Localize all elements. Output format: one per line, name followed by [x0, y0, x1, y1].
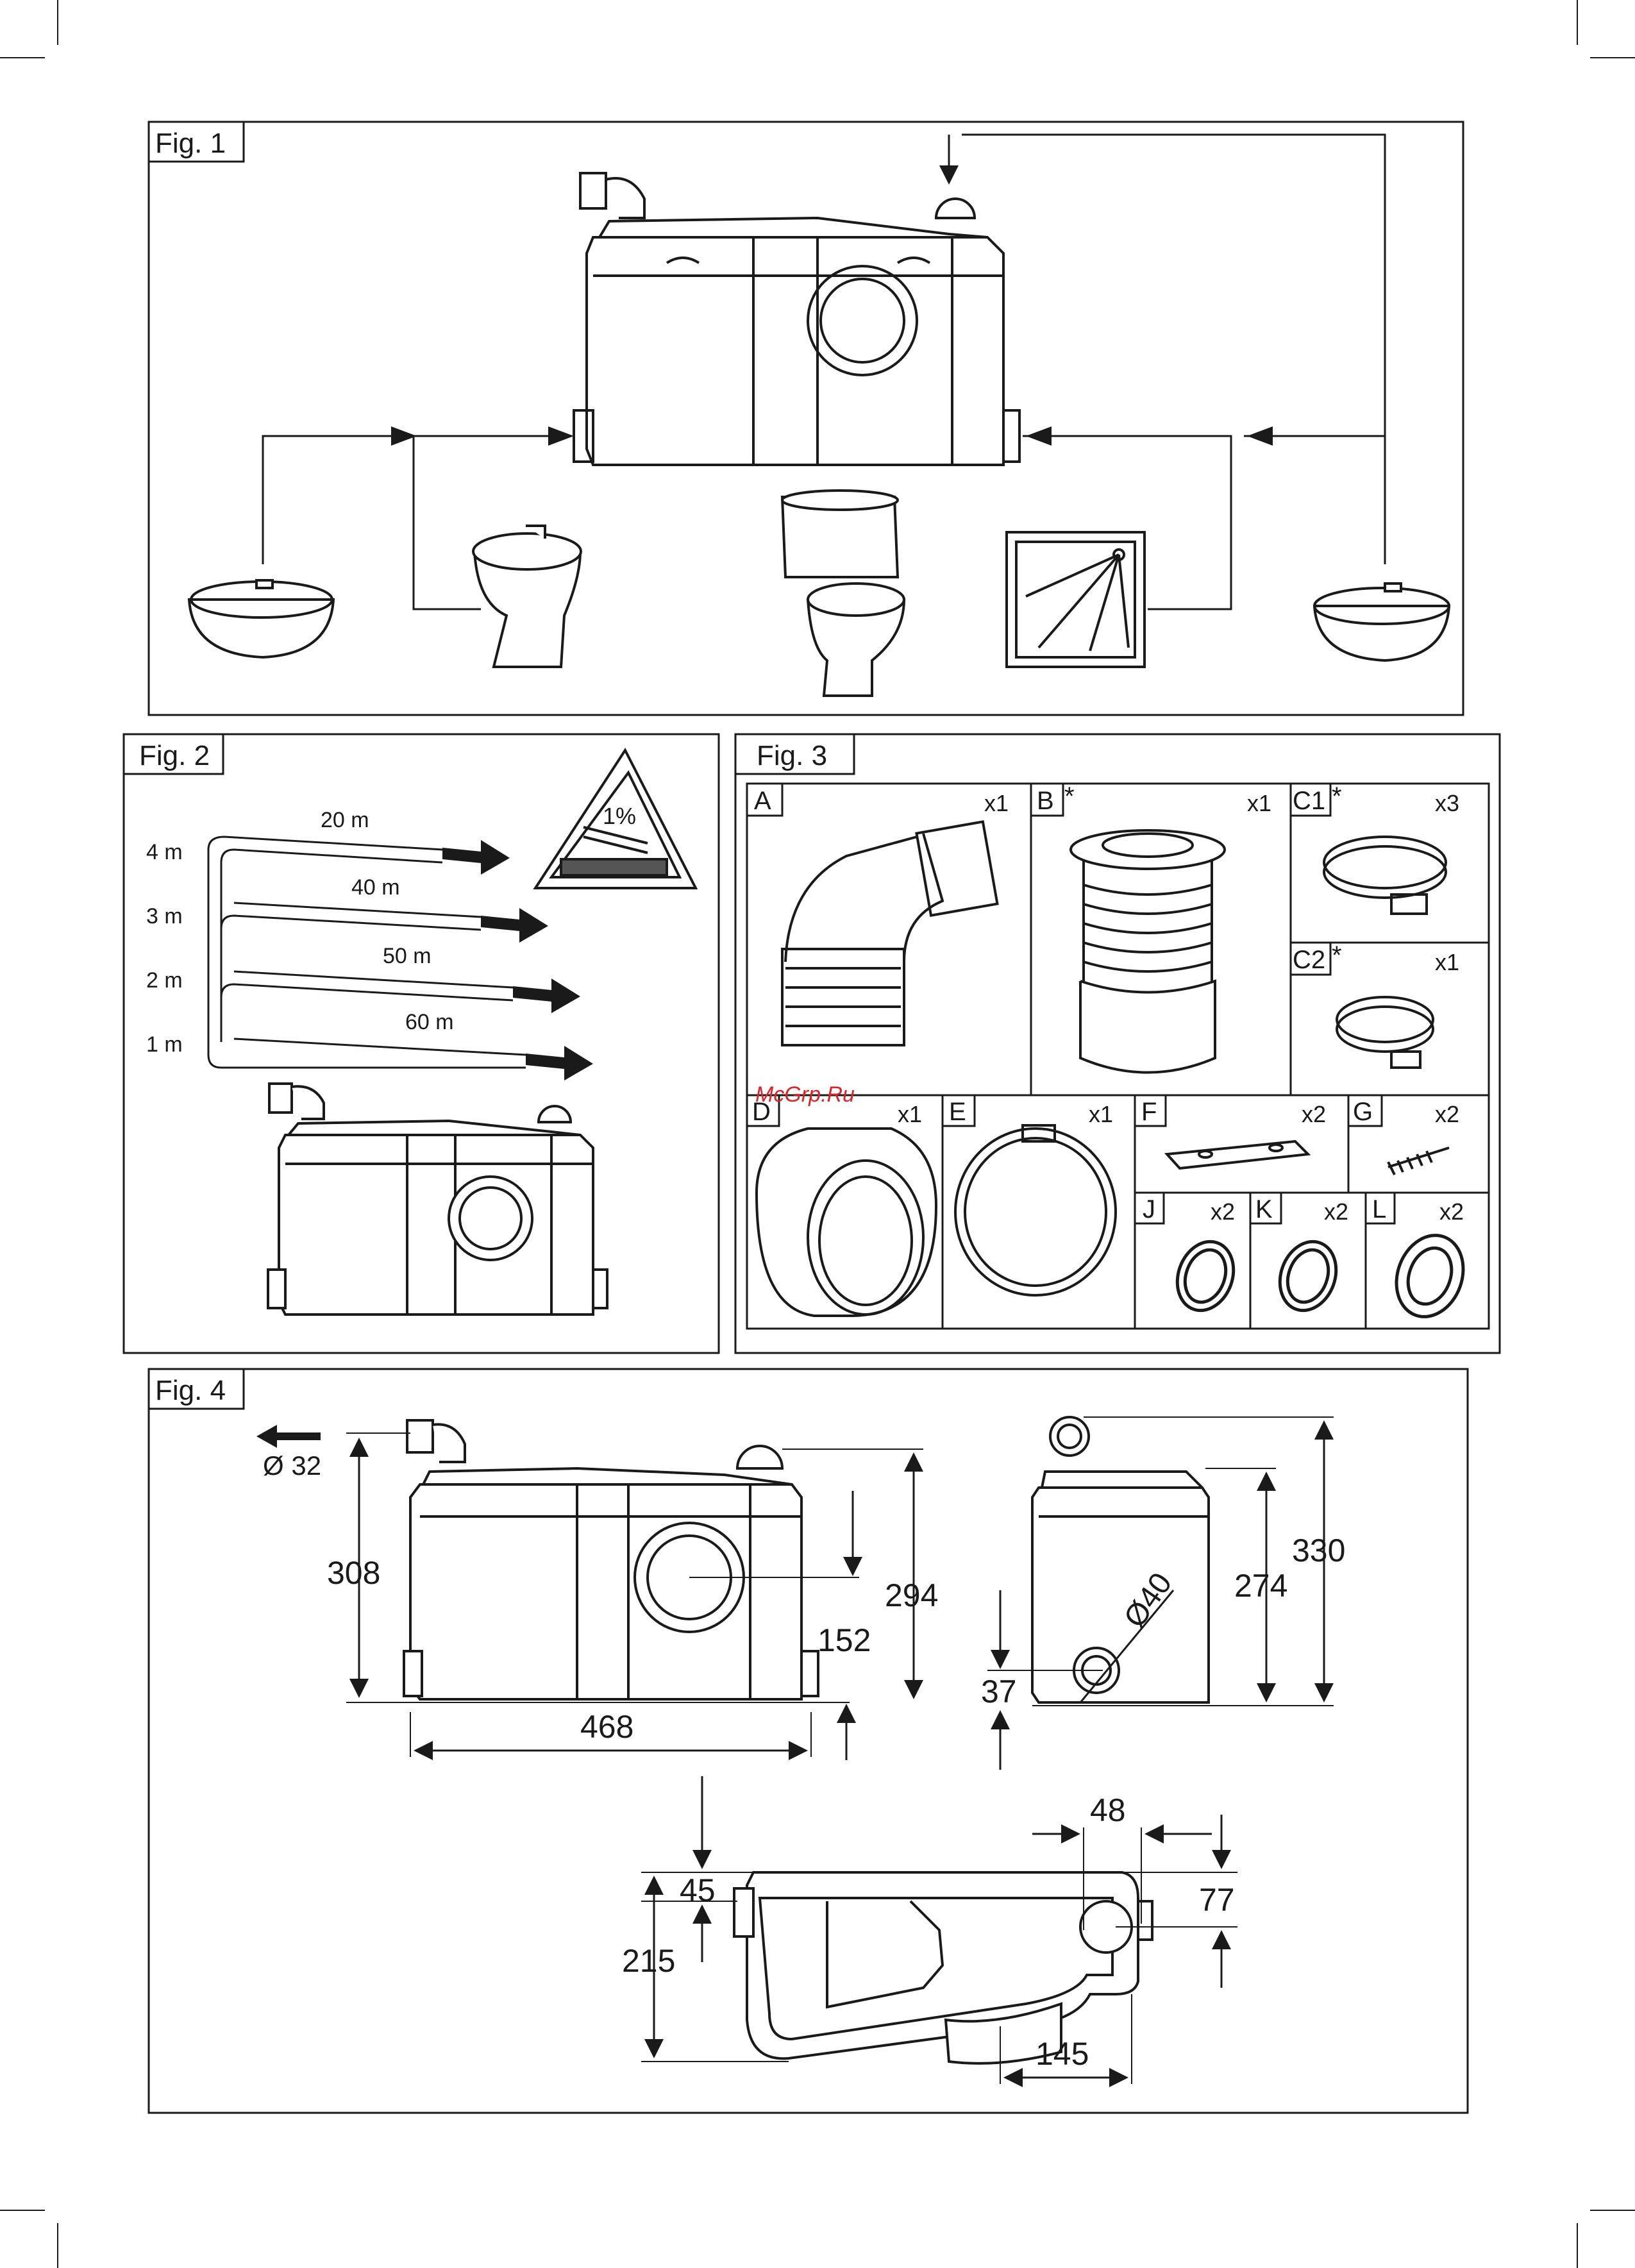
fig2-length-60m: 60 m — [405, 1010, 454, 1034]
part-J-seal — [1168, 1234, 1243, 1318]
part-C1-mark: * — [1332, 782, 1342, 811]
fig3-watermark: McGrp.Ru — [755, 1082, 855, 1107]
part-K-seal — [1271, 1234, 1346, 1318]
dim-height-274: 274 — [1234, 1568, 1287, 1604]
part-B-bellows — [1071, 830, 1225, 1073]
part-C1-clamp — [1324, 837, 1446, 914]
dim-height-294: 294 — [885, 1577, 938, 1613]
part-D-qty: x1 — [898, 1101, 922, 1127]
fig1-washbasin-right — [1314, 584, 1449, 660]
part-B-qty: x1 — [1247, 790, 1271, 816]
part-K-qty: x2 — [1324, 1198, 1348, 1225]
part-L-qty: x2 — [1439, 1198, 1464, 1225]
fig1-label: Fig. 1 — [155, 128, 226, 159]
part-C2-qty: x1 — [1435, 949, 1459, 975]
dim-outlet-diameter: Ø 32 — [263, 1450, 321, 1481]
part-F-id: F — [1141, 1098, 1157, 1126]
part-D-reducer — [757, 1129, 936, 1316]
fig2-panel: Fig. 2 1% 4 m 3 m 2 m — [124, 734, 719, 1353]
fig1-shower-tray — [1007, 532, 1144, 667]
dim-height-37: 37 — [981, 1674, 1017, 1709]
fig2-pump-unit — [268, 1084, 607, 1315]
part-G-id: G — [1353, 1098, 1373, 1126]
dim-45: 45 — [680, 1872, 716, 1908]
part-E-id: E — [949, 1098, 966, 1126]
part-E-qty: x1 — [1089, 1101, 1113, 1127]
part-F-plate — [1167, 1141, 1308, 1168]
part-K-id: K — [1255, 1195, 1273, 1223]
dim-height-308: 308 — [327, 1555, 380, 1591]
fig2-pipe-runs — [208, 837, 526, 1068]
part-A-qty: x1 — [984, 790, 1009, 816]
fig4-side-view — [1032, 1417, 1209, 1702]
fig2-length-40m: 40 m — [351, 875, 400, 900]
fig4-front-view — [404, 1420, 818, 1699]
part-G-qty: x2 — [1435, 1101, 1459, 1127]
fig3-panel: Fig. 3 A x1 B * x1 C1 * x — [735, 734, 1500, 1353]
fig2-height-1m: 1 m — [146, 1032, 183, 1057]
part-B-mark: * — [1064, 782, 1075, 811]
part-J-qty: x2 — [1211, 1198, 1235, 1225]
fig2-height-4m: 4 m — [146, 840, 183, 864]
part-L-nut — [1386, 1226, 1474, 1326]
fig4-panel: Fig. 4 — [149, 1369, 1468, 2113]
part-C2-mark: * — [1332, 941, 1342, 970]
part-E-clamp — [955, 1125, 1116, 1295]
part-J-id: J — [1143, 1195, 1155, 1223]
part-L-id: L — [1372, 1195, 1386, 1223]
fig1-bidet — [473, 526, 581, 667]
fig1-toilet — [782, 491, 904, 696]
dim-145: 145 — [1036, 2036, 1089, 2072]
fig3-label: Fig. 3 — [757, 740, 827, 771]
part-A-id: A — [754, 787, 771, 815]
part-B-id: B — [1037, 787, 1054, 815]
dim-215: 215 — [622, 1943, 675, 1979]
fig1-washbasin-left — [189, 580, 333, 657]
fig2-height-2m: 2 m — [146, 968, 183, 993]
part-F-qty: x2 — [1302, 1101, 1326, 1127]
fig1-panel: Fig. 1 — [149, 122, 1463, 715]
fig2-slope-value: 1% — [603, 803, 636, 829]
dim-height-152: 152 — [818, 1622, 871, 1658]
part-G-screw — [1388, 1148, 1449, 1175]
fig1-pump-unit — [574, 173, 1019, 465]
fig4-label: Fig. 4 — [155, 1375, 226, 1406]
fig2-height-3m: 3 m — [146, 904, 183, 928]
part-C2-id: C2 — [1293, 946, 1325, 974]
part-C2-clamp — [1337, 997, 1433, 1068]
dim-height-330: 330 — [1292, 1533, 1345, 1568]
part-A-elbow — [782, 821, 997, 1045]
fig2-length-20m: 20 m — [321, 808, 369, 832]
fig2-label: Fig. 2 — [139, 740, 210, 771]
fig4-top-view — [734, 1872, 1152, 2063]
fig2-length-50m: 50 m — [383, 944, 432, 968]
fig3-grid — [747, 784, 1489, 1329]
dim-48: 48 — [1090, 1792, 1126, 1828]
dim-77: 77 — [1199, 1882, 1235, 1918]
dim-width-468: 468 — [580, 1709, 633, 1745]
part-C1-id: C1 — [1293, 787, 1325, 815]
part-C1-qty: x3 — [1435, 790, 1459, 816]
